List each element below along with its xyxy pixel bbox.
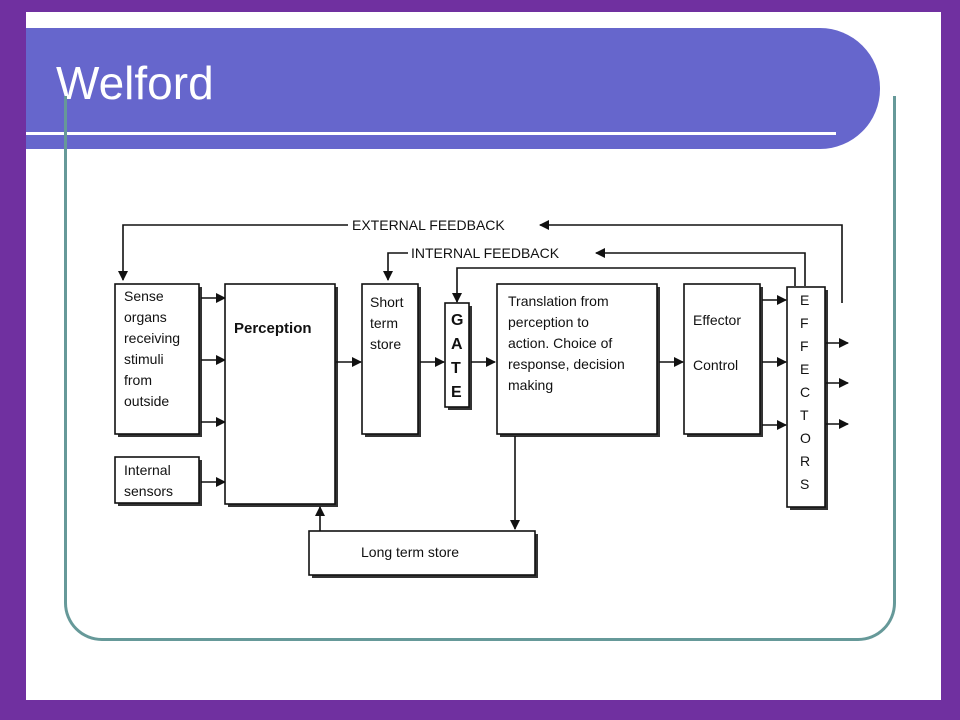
gate-letter: G <box>451 312 463 329</box>
gate-box: G A T E <box>444 302 472 410</box>
content-frame <box>64 96 896 641</box>
effectors-letter: O <box>800 430 811 446</box>
translation-line: action. Choice of <box>508 335 612 351</box>
long-term-store-box: Long term store <box>308 530 538 578</box>
sense-organs-line: receiving <box>124 330 180 346</box>
sense-organs-line: organs <box>124 309 167 325</box>
external-feedback-label: EXTERNAL FEEDBACK <box>352 217 505 233</box>
short-term-store-line: term <box>370 315 398 331</box>
effectors-letter: S <box>800 476 809 492</box>
gate-letter: A <box>451 336 463 353</box>
gate-letter: T <box>451 360 461 377</box>
sense-organs-line: stimuli <box>124 351 164 367</box>
title-bar <box>26 28 880 149</box>
translation-line: making <box>508 377 553 393</box>
effectors-letter: T <box>800 407 809 423</box>
translation-line: perception to <box>508 314 589 330</box>
effector-control-line: Control <box>693 357 738 373</box>
effector-control-line: Effector <box>693 312 741 328</box>
effectors-letter: C <box>800 384 810 400</box>
effectors-letter: F <box>800 315 809 331</box>
translation-line: Translation from <box>508 293 609 309</box>
sense-organs-line: outside <box>124 393 169 409</box>
translation-line: response, decision <box>508 356 625 372</box>
perception-label: Perception <box>234 320 312 337</box>
short-term-store-line: store <box>370 336 401 352</box>
title-underline <box>26 132 836 135</box>
effectors-box: E F F E C T O R S <box>786 286 828 510</box>
translation-box: Translation from perception to action. C… <box>496 283 660 437</box>
internal-feedback-loop: INTERNAL FEEDBACK <box>383 245 806 286</box>
long-term-store-label: Long term store <box>361 544 459 560</box>
short-term-store-line: Short <box>370 294 404 310</box>
internal-sensors-line: sensors <box>124 483 173 499</box>
effectors-letter: E <box>800 361 809 377</box>
sense-organs-line: from <box>124 372 152 388</box>
internal-sensors-line: Internal <box>124 462 171 478</box>
effectors-letter: R <box>800 453 810 469</box>
effectors-letter: E <box>800 292 809 308</box>
gate-letter: E <box>451 384 462 401</box>
effector-control-box: Effector Control <box>683 283 763 437</box>
internal-sensors-box: Internal sensors <box>114 456 202 506</box>
perception-box: Perception <box>224 283 338 507</box>
internal-feedback-label: INTERNAL FEEDBACK <box>411 245 560 261</box>
sense-organs-box: Sense organs receiving stimuli from outs… <box>114 283 202 437</box>
external-feedback-loop: EXTERNAL FEEDBACK <box>118 217 843 303</box>
gate-feedback-line <box>452 267 796 303</box>
effectors-letter: F <box>800 338 809 354</box>
sense-organs-line: Sense <box>124 288 164 304</box>
short-term-store-box: Short term store <box>361 283 421 437</box>
